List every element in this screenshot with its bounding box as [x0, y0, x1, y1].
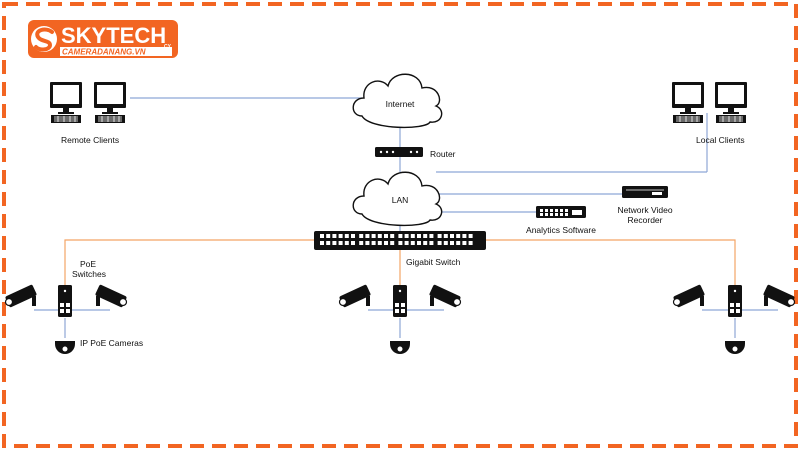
poe-links	[64, 239, 736, 285]
router-label: Router	[430, 149, 456, 159]
local-clients-label: Local Clients	[696, 135, 745, 145]
logo-brand: SKYTECH	[61, 23, 166, 48]
router-icon	[375, 147, 423, 157]
poe-switch-icon	[58, 285, 72, 317]
monitor-icon	[93, 81, 127, 124]
bullet-camera-icon	[428, 283, 462, 309]
bullet-camera-icon	[762, 283, 796, 309]
monitor-icon	[671, 81, 705, 124]
poe-switch-icon	[728, 285, 742, 317]
poe-label-line1: PoE	[80, 259, 96, 269]
gigabit-switch-label: Gigabit Switch	[406, 257, 461, 267]
analytics-label: Analytics Software	[526, 225, 596, 235]
poe-label-line2: Switches	[72, 269, 106, 279]
remote-clients-label: Remote Clients	[61, 135, 119, 145]
nvr-icon	[622, 186, 668, 198]
dome-camera-icon	[55, 341, 75, 354]
lan-label: LAN	[392, 195, 409, 205]
internet-label: Internet	[386, 99, 415, 109]
nvr-label-line2: Recorder	[628, 215, 663, 225]
analytics-device-icon	[536, 206, 586, 218]
bullet-camera-icon	[338, 283, 372, 309]
bullet-camera-icon	[4, 283, 38, 309]
nvr-label-line1: Network Video	[617, 205, 672, 215]
brand-logo: SKYTECH CY CAMERADANANG.VN	[28, 20, 178, 58]
switch-icon	[314, 231, 486, 250]
bullet-camera-icon	[94, 283, 128, 309]
ip-cameras-label: IP PoE Cameras	[80, 338, 143, 348]
s-swirl-icon	[31, 26, 57, 52]
monitor-icon	[714, 81, 748, 124]
poe-switch-icon	[393, 285, 407, 317]
dome-camera-icon	[725, 341, 745, 354]
logo-domain: CAMERADANANG.VN	[62, 48, 146, 57]
dome-camera-icon	[390, 341, 410, 354]
bullet-camera-icon	[672, 283, 706, 309]
monitor-icon	[49, 81, 83, 124]
